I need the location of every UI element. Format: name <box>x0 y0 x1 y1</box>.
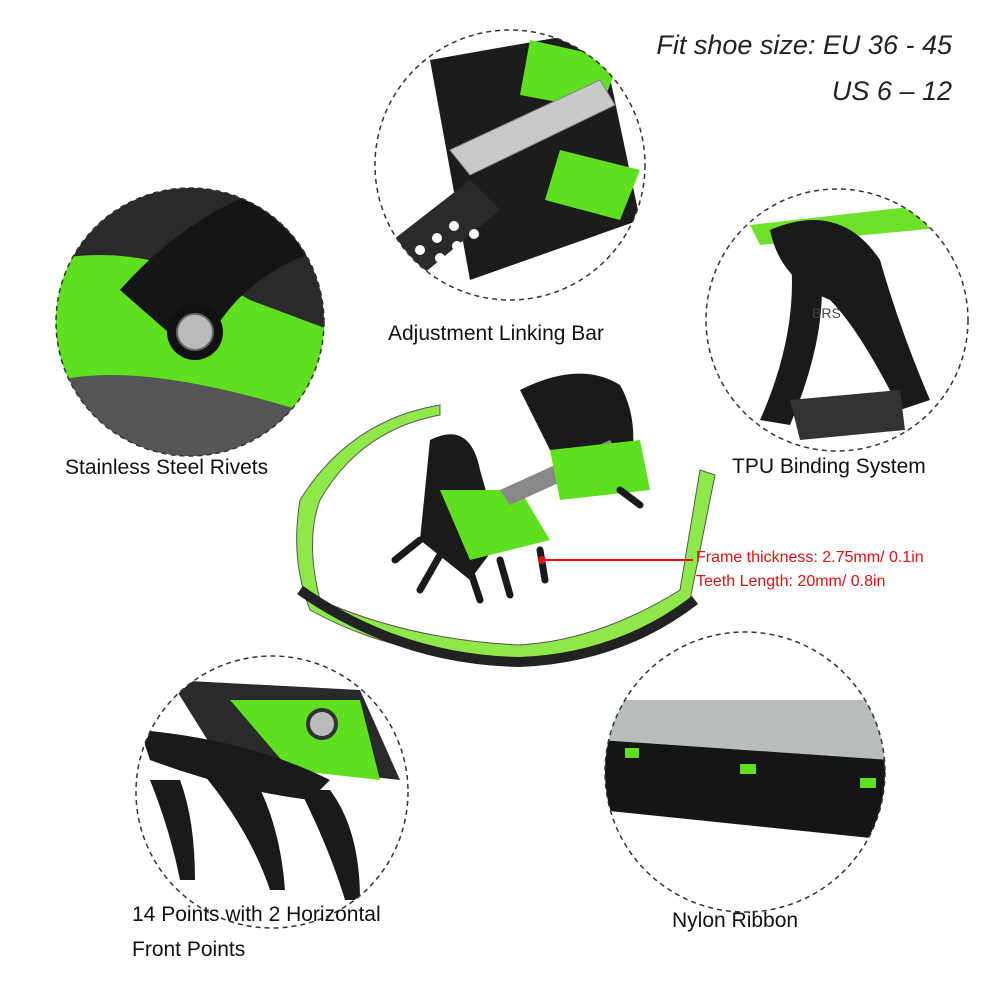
label-points-line2: Front Points <box>132 938 246 961</box>
crampon-main-image <box>296 373 716 668</box>
detail-circle <box>705 188 969 452</box>
fit-size-us: US 6 – 12 <box>831 76 952 106</box>
label-binding: TPU Binding System <box>732 455 926 478</box>
label-points-line1: 14 Points with 2 Horizontal <box>132 903 381 926</box>
detail-circle <box>135 655 409 929</box>
linking-bar-detail <box>380 30 640 285</box>
detail-circle <box>374 29 646 301</box>
detail-circle <box>604 631 886 913</box>
ribbon-detail <box>605 700 885 840</box>
binding-detail: BRS <box>750 200 968 440</box>
spec-frame-thickness: Frame thickness: 2.75mm/ 0.1in <box>696 549 924 566</box>
label-ribbon: Nylon Ribbon <box>672 909 799 932</box>
spec-pointer-dot <box>538 556 546 564</box>
front-points-detail <box>140 680 400 900</box>
rivet-detail <box>56 188 324 456</box>
fit-size-eu: Fit shoe size: EU 36 - 45 <box>656 30 952 60</box>
spec-teeth-length: Teeth Length: 20mm/ 0.8in <box>696 573 886 590</box>
label-rivets: Stainless Steel Rivets <box>65 456 269 479</box>
svg-text:BRS: BRS <box>812 305 841 321</box>
detail-circle <box>55 187 325 457</box>
label-linking-bar: Adjustment Linking Bar <box>388 322 604 345</box>
